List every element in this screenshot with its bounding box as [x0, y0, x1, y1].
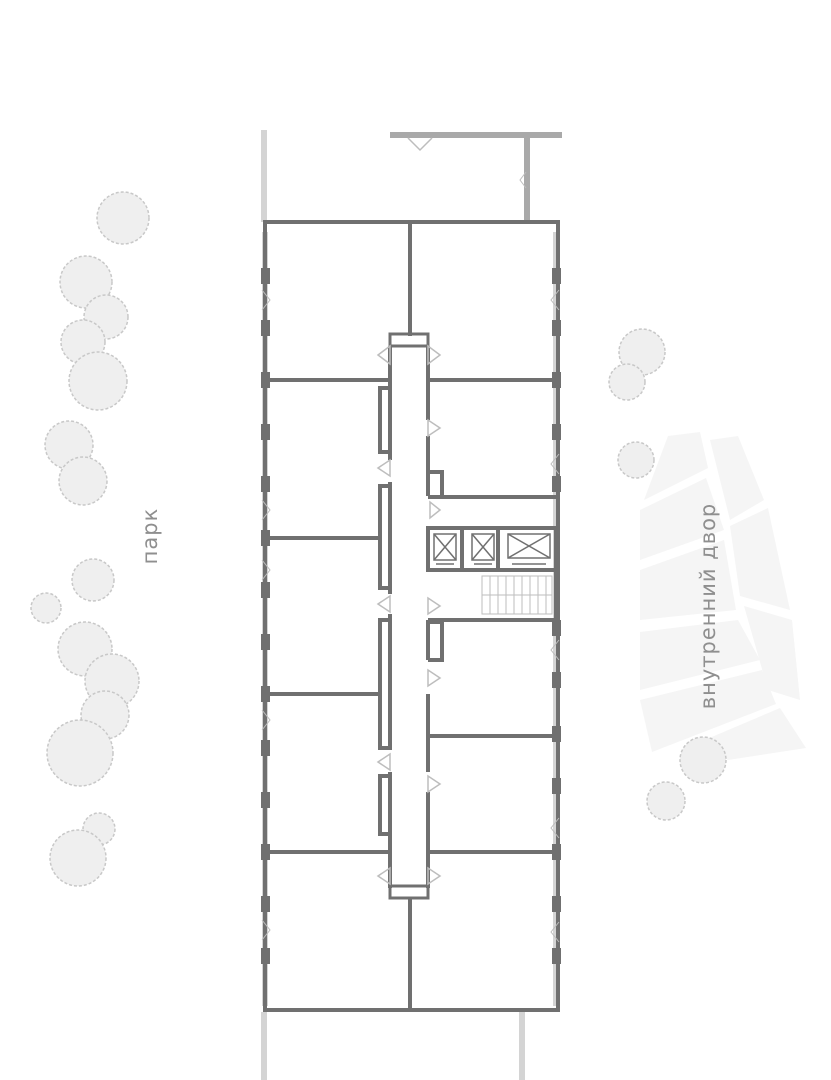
facade-piers — [261, 268, 561, 964]
tree-icon — [49, 829, 107, 887]
tree-icon — [617, 441, 655, 479]
interior-walls — [265, 222, 558, 1010]
courtyard-label: внутренний двор — [696, 502, 720, 710]
tree-icon — [58, 456, 108, 506]
elevator-icon — [433, 533, 551, 565]
tree-icon — [30, 592, 62, 624]
park-trees — [30, 191, 150, 887]
tree-icon — [608, 363, 646, 401]
tree-icon — [679, 736, 727, 784]
park-label: парк — [138, 507, 162, 565]
corridor-ends — [388, 332, 430, 900]
window-sashes — [261, 171, 560, 943]
tree-icon — [646, 781, 686, 821]
exterior-elements — [261, 130, 562, 1080]
courtyard-landscape — [640, 432, 806, 760]
outer-walls — [263, 220, 560, 1012]
tree-icon — [96, 191, 150, 245]
tree-icon — [71, 558, 115, 602]
door-icon — [376, 344, 442, 886]
stairs-icon — [481, 575, 553, 615]
tree-icon — [68, 351, 128, 411]
courtyard-trees — [608, 328, 727, 821]
tree-icon — [46, 719, 114, 787]
